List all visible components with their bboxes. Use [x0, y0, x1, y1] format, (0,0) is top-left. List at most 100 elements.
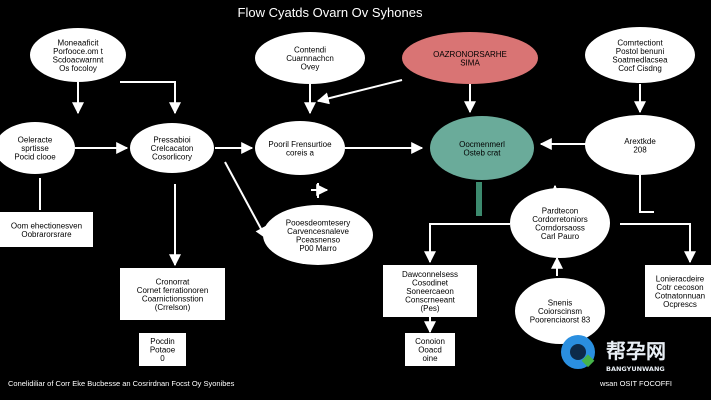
node-box [0, 212, 93, 247]
node-ellipse [130, 123, 214, 173]
node-label: Carl Pauro [541, 232, 580, 241]
node-box [645, 265, 711, 317]
node-label: Comrtectiont [617, 38, 663, 47]
diagram-node: DawconnelsessCosodinetSoneercaeonConscrn… [383, 265, 477, 317]
node-label: P00 Marro [299, 244, 337, 253]
node-label: Ooacd [418, 346, 442, 355]
node-label: Soatmedlacsea [612, 55, 668, 64]
node-label: (Pes) [420, 304, 439, 313]
node-label: Snenis [548, 299, 572, 308]
diagram-title: Flow Cyatds Ovarn Ov Syhones [238, 5, 423, 20]
node-label: Crelcacaton [151, 144, 194, 153]
node-label: Cocf Cisdng [618, 64, 662, 73]
node-label: Arextkde [624, 137, 656, 146]
node-label: Coiorscinsm [538, 307, 582, 316]
node-label: Oom ehectionesven [11, 221, 82, 230]
node-label: Carvencesnaleve [287, 227, 349, 236]
node-ellipse [510, 188, 610, 258]
node-label: Osteb crat [464, 148, 502, 157]
node-box [405, 333, 455, 366]
node-label: Ovey [301, 63, 320, 72]
node-label: Conscrneeant [405, 296, 456, 305]
node-label: Cuarnnachcn [286, 54, 334, 63]
node-ellipse [515, 278, 605, 344]
node-label: oine [422, 354, 438, 363]
node-label: Os focoloy [59, 64, 97, 73]
watermark: 帮孕网 BANGYUNWANG [561, 335, 666, 373]
node-ellipse [255, 32, 365, 84]
node-label: Soneercaeon [406, 287, 454, 296]
node-label: Cronorrat [156, 277, 191, 286]
node-label: Scdoacwarnnt [53, 55, 104, 64]
footer-right-text: wsan OSIT FOCOFFI [599, 379, 672, 388]
node-label: Pooril Frensurtioe [268, 140, 332, 149]
node-label: Contendi [294, 46, 326, 55]
node-ellipse [585, 115, 695, 175]
node-label: Pardtecon [542, 206, 578, 215]
node-label: Coarnictionsstion [142, 294, 203, 303]
node-ellipse [255, 121, 345, 175]
node-box [139, 333, 186, 366]
node-label: Poorenciaorst 83 [530, 316, 591, 325]
watermark-cn: 帮孕网 [606, 339, 666, 363]
node-label: Pressabioi [153, 136, 191, 145]
node-label: Postol benuni [616, 47, 665, 56]
node-label: Corndorsaoss [535, 223, 585, 232]
node-ellipse [585, 27, 695, 83]
node-label: Moneaaficit [58, 38, 100, 47]
node-label: 0 [160, 354, 165, 363]
watermark-en: BANGYUNWANG [606, 365, 665, 373]
node-label: Potaoe [150, 346, 176, 355]
diagram-node: PooesdeomteseryCarvencesnalevePceasnenso… [263, 205, 373, 265]
node-label: OAZRONORSARHE [433, 50, 507, 59]
diagram-node: PardteconCordorretoniorsCorndorsaossCarl… [510, 188, 610, 258]
node-label: Dawconnelsess [402, 270, 458, 279]
node-label: Pocdin [150, 337, 174, 346]
node-label: (Crrelson) [155, 303, 191, 312]
node-ellipse [0, 122, 75, 174]
node-label: Pocid clooe [14, 153, 56, 162]
node-label: Pceasnenso [296, 235, 341, 244]
node-label: Cotr cecoson [656, 283, 703, 292]
node-label: Ocprescs [663, 300, 697, 309]
node-label: Oeleracte [18, 136, 53, 145]
node-label: Cornet ferrationoren [137, 286, 209, 295]
node-label: Pooesdeomtesery [286, 218, 350, 227]
node-label: Lonieracdeire [656, 274, 705, 283]
node-ellipse [30, 28, 126, 82]
node-label: Oobrarorsrare [21, 230, 72, 239]
node-label: sprtisse [21, 144, 49, 153]
node-label: Oocmenmerl [459, 140, 505, 149]
node-box [383, 265, 477, 317]
node-label: Cosorlicory [152, 153, 192, 162]
node-label: Cordorretoniors [532, 215, 588, 224]
node-label: 208 [633, 145, 647, 154]
footer-left-text: Conelidiliar of Corr Eke Bucbesse an Cos… [8, 379, 235, 388]
node-label: SIMA [460, 58, 480, 67]
node-label: Cosodinet [412, 279, 449, 288]
node-label: Porfooce.om t [53, 47, 104, 56]
node-label: Cotnatonnuan [655, 291, 705, 300]
node-label: coreis a [286, 148, 315, 157]
node-label: Conoion [415, 337, 445, 346]
edge-layer [39, 79, 696, 334]
node-ellipse [430, 116, 534, 180]
node-ellipse [263, 205, 373, 265]
